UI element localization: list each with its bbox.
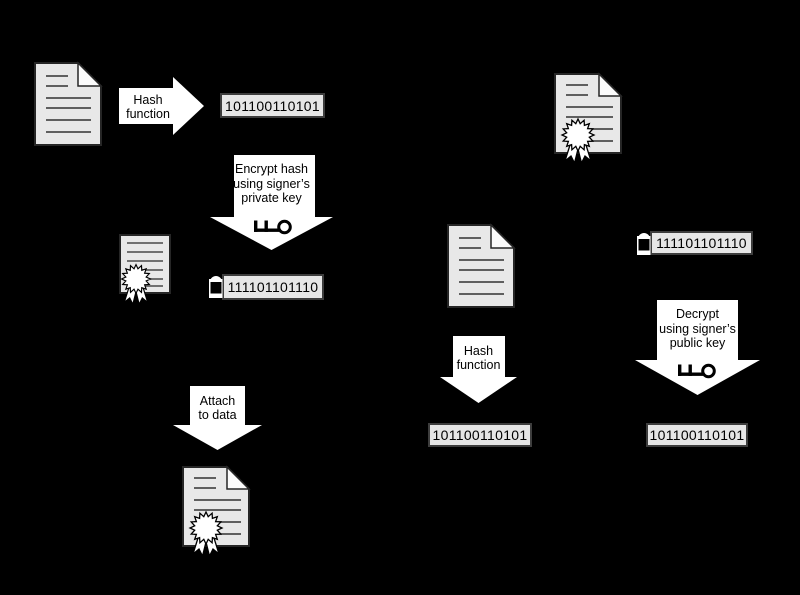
document-icon [34, 61, 103, 146]
arrow-right-icon [119, 77, 204, 135]
signed-document-icon [182, 465, 251, 558]
document-text-lines [46, 75, 91, 133]
document-text-lines [459, 237, 504, 295]
hash-digest-box: 101100110101 [220, 93, 325, 118]
seal-icon [560, 117, 596, 165]
padlock-icon [637, 233, 651, 255]
computed-hash-value: 101100110101 [432, 427, 528, 443]
key-icon [678, 363, 716, 379]
seal-icon [188, 510, 224, 558]
hash-function-label: Hash function [126, 92, 170, 122]
seal-icon [120, 263, 152, 306]
arrow-down-icon [440, 336, 517, 403]
padlock-icon [209, 276, 223, 298]
certificate-icon [119, 234, 171, 306]
encrypted-hash-value: 111101101110 [656, 235, 747, 251]
key-icon [254, 219, 292, 235]
signed-document-icon [554, 72, 623, 165]
arrow-down-icon [210, 155, 333, 250]
hash-function-label-verification: Hash function [456, 343, 501, 373]
decrypted-hash-value: 101100110101 [649, 427, 745, 443]
computed-hash-box: 101100110101 [428, 423, 532, 447]
arrow-down-icon [173, 386, 262, 450]
decrypted-hash-box: 101100110101 [646, 423, 748, 447]
document-icon [447, 223, 516, 308]
attach-to-data-label: Attach to data [198, 393, 237, 423]
encrypted-hash-box-verification: 111101101110 [650, 231, 753, 255]
arrow-down-icon [635, 300, 760, 395]
encrypted-hash-box: 111101101110 [222, 274, 324, 300]
encrypted-hash-value: 111101101110 [227, 279, 319, 295]
encrypt-hash-label: Encrypt hash using signer’s private key [233, 162, 310, 206]
decrypt-label: Decrypt using signer’s public key [659, 307, 736, 351]
hash-digest-value: 101100110101 [225, 97, 320, 114]
